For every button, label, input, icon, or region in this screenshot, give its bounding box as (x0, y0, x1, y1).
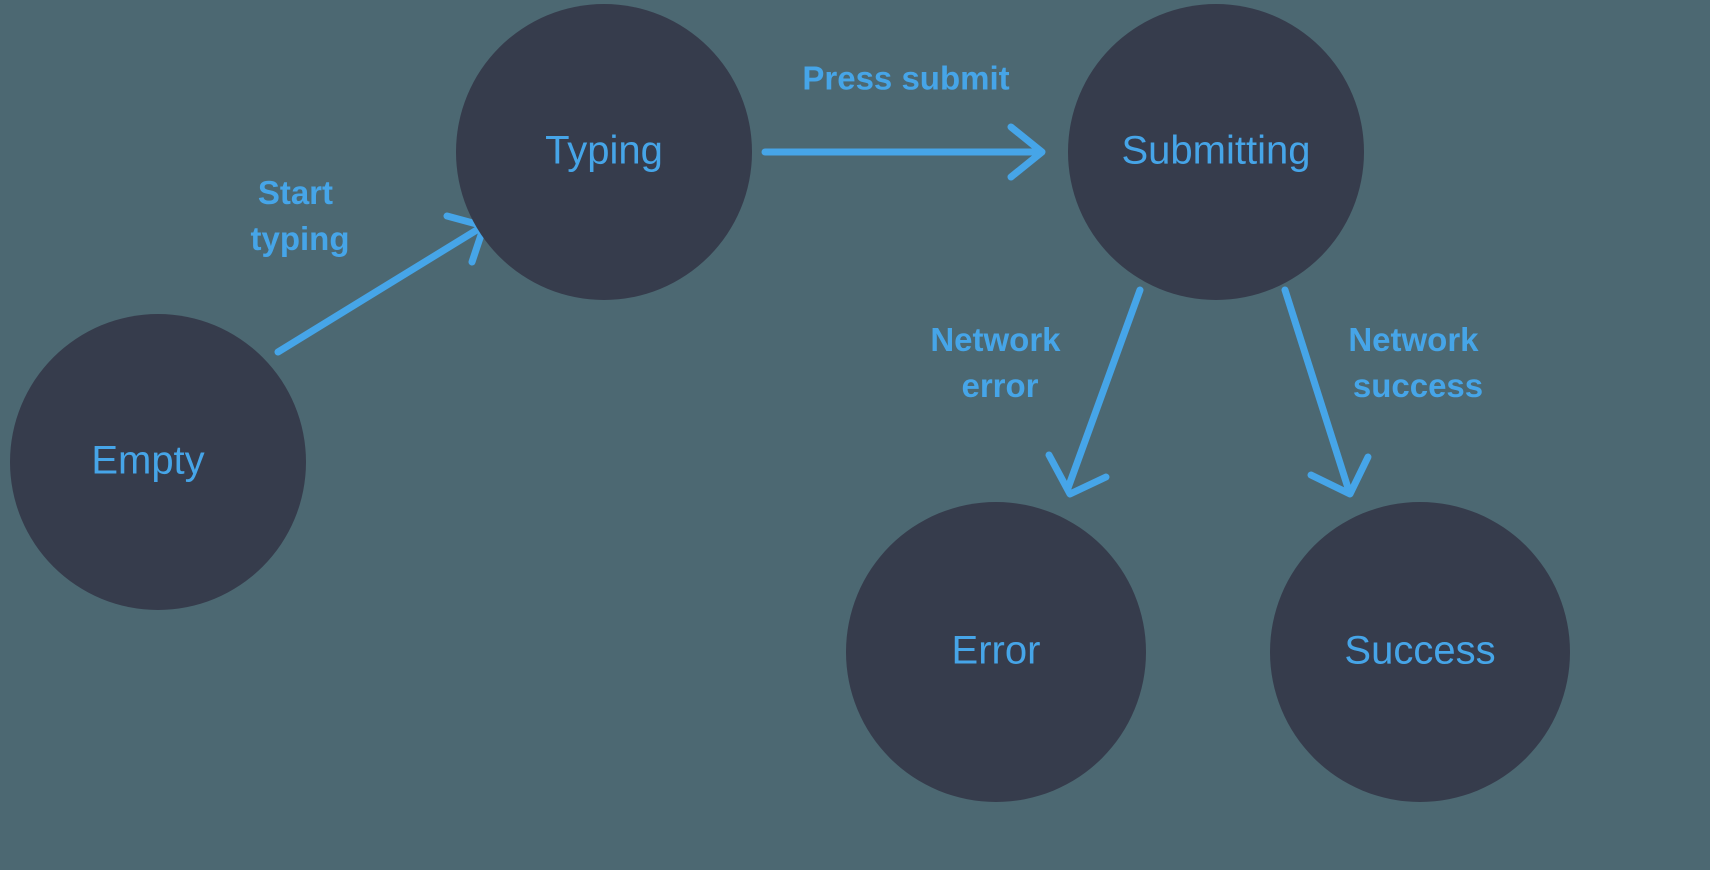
node-label-typing: Typing (545, 129, 663, 173)
edge-submitting-to-success[interactable]: Network success (1281, 286, 1488, 498)
node-shape (1068, 4, 1364, 300)
edge-line (274, 224, 484, 356)
edge-label-network-error: Network error (930, 321, 1069, 404)
edge-label-network-success: Network success (1348, 321, 1487, 404)
edge-label-line: success (1353, 367, 1483, 404)
node-shape (846, 502, 1146, 802)
arrowhead-icon (1307, 453, 1372, 498)
edge-label-line: error (961, 367, 1038, 404)
edge-typing-to-submitting[interactable]: Press submit (761, 60, 1046, 181)
edge-label-line: Start (258, 174, 333, 211)
node-label-error: Error (952, 629, 1041, 673)
state-node-submitting[interactable]: Submitting (1068, 4, 1364, 300)
edge-submitting-to-error[interactable]: Network error (930, 286, 1144, 498)
edge-line (1064, 286, 1144, 492)
state-node-typing[interactable]: Typing (456, 4, 752, 300)
node-label-empty: Empty (91, 439, 204, 483)
node-label-submitting: Submitting (1122, 129, 1311, 173)
state-node-error[interactable]: Error (846, 502, 1146, 802)
edge-label-start-typing: Start typing (251, 174, 350, 257)
node-shape (10, 314, 306, 610)
arrowhead-icon (1045, 451, 1110, 498)
edge-label-line: typing (251, 220, 350, 257)
node-label-success: Success (1344, 629, 1495, 673)
edge-line (1281, 286, 1352, 492)
state-node-empty[interactable]: Empty (10, 314, 306, 610)
arrowhead-icon (1007, 123, 1046, 181)
node-shape (1270, 502, 1570, 802)
edge-label-line: Network (930, 321, 1061, 358)
edge-label-press-submit: Press submit (802, 60, 1009, 97)
edge-label-line: Network (1348, 321, 1479, 358)
edge-empty-to-typing[interactable]: Start typing (251, 174, 488, 356)
node-shape (456, 4, 752, 300)
state-node-success[interactable]: Success (1270, 502, 1570, 802)
